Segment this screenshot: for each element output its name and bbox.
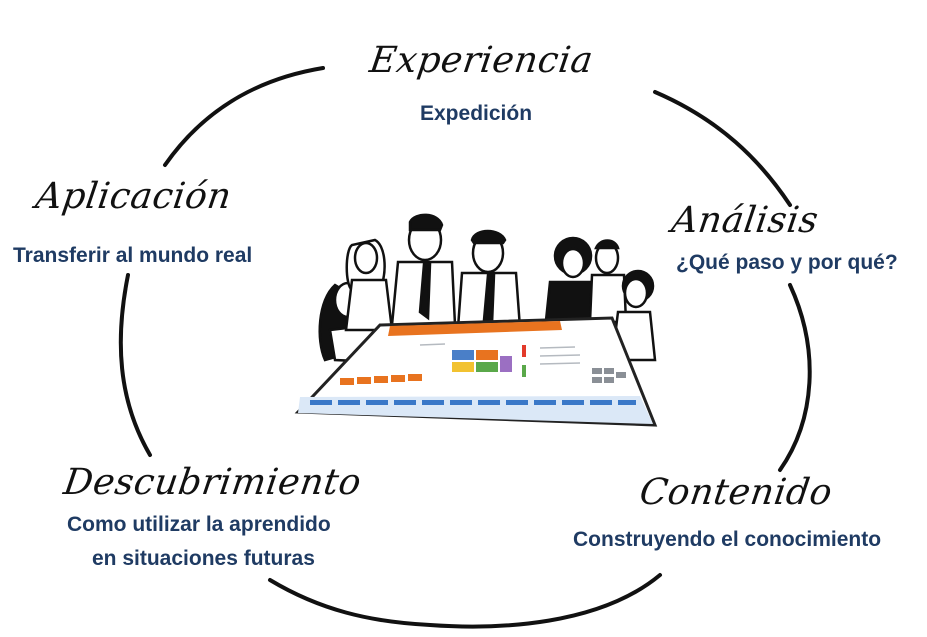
person-figure: [456, 229, 522, 330]
planning-board: [294, 316, 658, 427]
board-gray-blocks: [592, 368, 626, 383]
stage-subtitle-experiencia: Expedición: [420, 102, 533, 125]
stage-subtitle-aplicacion: Transferir al mundo real: [13, 244, 253, 267]
cycle-ring: [118, 66, 812, 629]
person-figure: [610, 269, 657, 362]
ring-arc-top-left: [163, 66, 325, 167]
stage-subtitle-descubrimiento-line2: en situaciones futuras: [92, 547, 315, 570]
ring-arc-top-right: [653, 90, 792, 207]
ring-arc-right: [778, 283, 812, 472]
person-figure: [543, 236, 597, 332]
person-figure: [588, 239, 628, 324]
person-figure: [344, 238, 394, 332]
stage-title-descubrimiento: Descubrimiento: [61, 462, 364, 503]
board-center-grid: [452, 350, 512, 372]
stage-title-contenido: Contenido: [637, 472, 835, 513]
person-figure: [390, 213, 457, 327]
stage-title-aplicacion: Aplicación: [33, 176, 235, 217]
stage-subtitle-contenido: Construyendo el conocimiento: [573, 528, 882, 551]
ring-arc-left: [118, 273, 152, 457]
board-orange-cards: [340, 374, 422, 385]
stage-subtitle-descubrimiento-line1: Como utilizar la aprendido: [67, 513, 331, 536]
board-orange-row: [388, 321, 562, 336]
ring-arc-bottom: [268, 573, 662, 629]
stage-title-experiencia: Experiencia: [367, 40, 596, 81]
board-blue-cards: [310, 400, 636, 405]
stage-subtitle-analisis: ¿Qué paso y por qué?: [676, 251, 898, 274]
stage-title-analisis: Análisis: [669, 200, 822, 241]
team-around-board-illustration: [294, 213, 658, 427]
